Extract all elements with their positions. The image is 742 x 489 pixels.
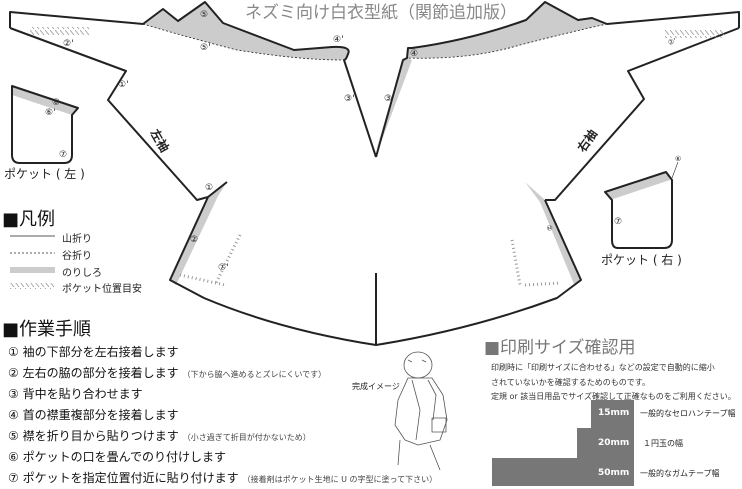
legend-label: 谷折り bbox=[62, 251, 92, 262]
mark: ①' bbox=[118, 80, 129, 90]
print-note: 定規 or 該当日用品でサイズ確認して正確なものをご利用ください。 bbox=[491, 392, 736, 401]
mark: ⑦ bbox=[59, 150, 68, 160]
print-check-heading: ■印刷サイズ確認用 bbox=[484, 338, 636, 358]
pocket-position-right-sleeve bbox=[665, 30, 725, 38]
step-item: ② 左右の脇の部分を接着します（下から脇へ進めるとズレにくいです） bbox=[8, 366, 327, 380]
bar-15mm bbox=[591, 400, 634, 428]
mark: ③' bbox=[344, 94, 355, 104]
left-piece-outline bbox=[9, 1, 377, 346]
pocket-left-glue bbox=[12, 86, 78, 115]
legend-gray-band bbox=[10, 267, 55, 273]
step-item: ④ 首の襟重複部分を接着します bbox=[8, 408, 179, 422]
bar-description: 一般的なセロハンテープ幅 bbox=[640, 409, 736, 418]
pocket-right-outline bbox=[604, 171, 673, 249]
print-note: 印刷時に「印刷サイズに合わせる」などの設定で自動的に縮小 bbox=[491, 363, 715, 372]
pocket-position-left-sleeve bbox=[30, 27, 90, 35]
step-item: ① 袖の下部分を左右接着します bbox=[8, 345, 179, 359]
legend-heading: ■凡例 bbox=[2, 209, 56, 230]
right-side-glue bbox=[525, 182, 581, 284]
legend-label: のりしろ bbox=[62, 268, 102, 279]
mark: ②' bbox=[63, 39, 74, 49]
finished-image-label: 完成イメージ bbox=[352, 382, 400, 391]
bar-label: 15mm bbox=[598, 408, 630, 418]
mark: ⑦' bbox=[218, 263, 229, 273]
pocket-left-outline bbox=[11, 85, 79, 164]
left-side-glue bbox=[170, 182, 227, 285]
finished-mouse-sketch bbox=[394, 351, 448, 471]
mark: ① bbox=[205, 183, 214, 193]
legend-hatch bbox=[10, 283, 55, 289]
legend-label: ポケット位置目安 bbox=[62, 284, 142, 295]
right-collar-fold bbox=[406, 23, 608, 59]
mark: ⑥ bbox=[52, 98, 61, 108]
step-item: ③ 背中を貼り合わせます bbox=[8, 387, 143, 401]
right-collar-glue bbox=[407, 2, 607, 59]
pocket-right-label: ポケット ( 右 ) bbox=[601, 253, 682, 267]
bar-description: １円玉の幅 bbox=[643, 439, 683, 448]
mark: ④ bbox=[410, 49, 419, 59]
left-collar-fold bbox=[142, 23, 342, 61]
pocket-left-label: ポケット ( 左 ) bbox=[4, 167, 85, 181]
mark: ⑤ bbox=[200, 10, 209, 20]
mark: ⑤' bbox=[200, 43, 211, 53]
legend-label: 山折り bbox=[62, 234, 92, 245]
bar-description: 一般的なガムテープ幅 bbox=[640, 469, 720, 478]
pocket-position-right bbox=[510, 239, 561, 287]
print-note: されていないかを確認するためのものです。 bbox=[491, 378, 650, 387]
print-size-bars bbox=[492, 400, 634, 486]
mark: ⑥' bbox=[45, 108, 56, 118]
bar-label: 20mm bbox=[598, 438, 630, 448]
step-item: ⑥ ポケットの口を畳んでのり付けします bbox=[8, 450, 226, 464]
pocket-right-glue bbox=[605, 172, 670, 200]
page-title: ネズミ向け白衣型紙（関節追加版） bbox=[245, 3, 517, 23]
right-piece-outline bbox=[375, 1, 740, 346]
bar-label: 50mm bbox=[598, 468, 630, 478]
bar-20mm bbox=[577, 428, 634, 458]
bar-50mm bbox=[492, 458, 634, 486]
step-item: ⑤ 襟を折り目から貼りつけます（小さ過ぎて折目が付かないため） bbox=[8, 429, 311, 443]
mark: ③ bbox=[384, 94, 393, 104]
mark: ④' bbox=[333, 35, 344, 45]
mark: ⑥ bbox=[675, 155, 682, 163]
step-item: ⑦ ポケットを指定位置付近に貼り付けます（接着剤はポケット生地に U の字型に塗… bbox=[8, 471, 438, 485]
left-collar-glue bbox=[143, 2, 349, 60]
mark: ⑦ bbox=[614, 217, 623, 227]
mark: ② bbox=[190, 235, 199, 245]
steps-heading: ■作業手順 bbox=[2, 319, 92, 340]
